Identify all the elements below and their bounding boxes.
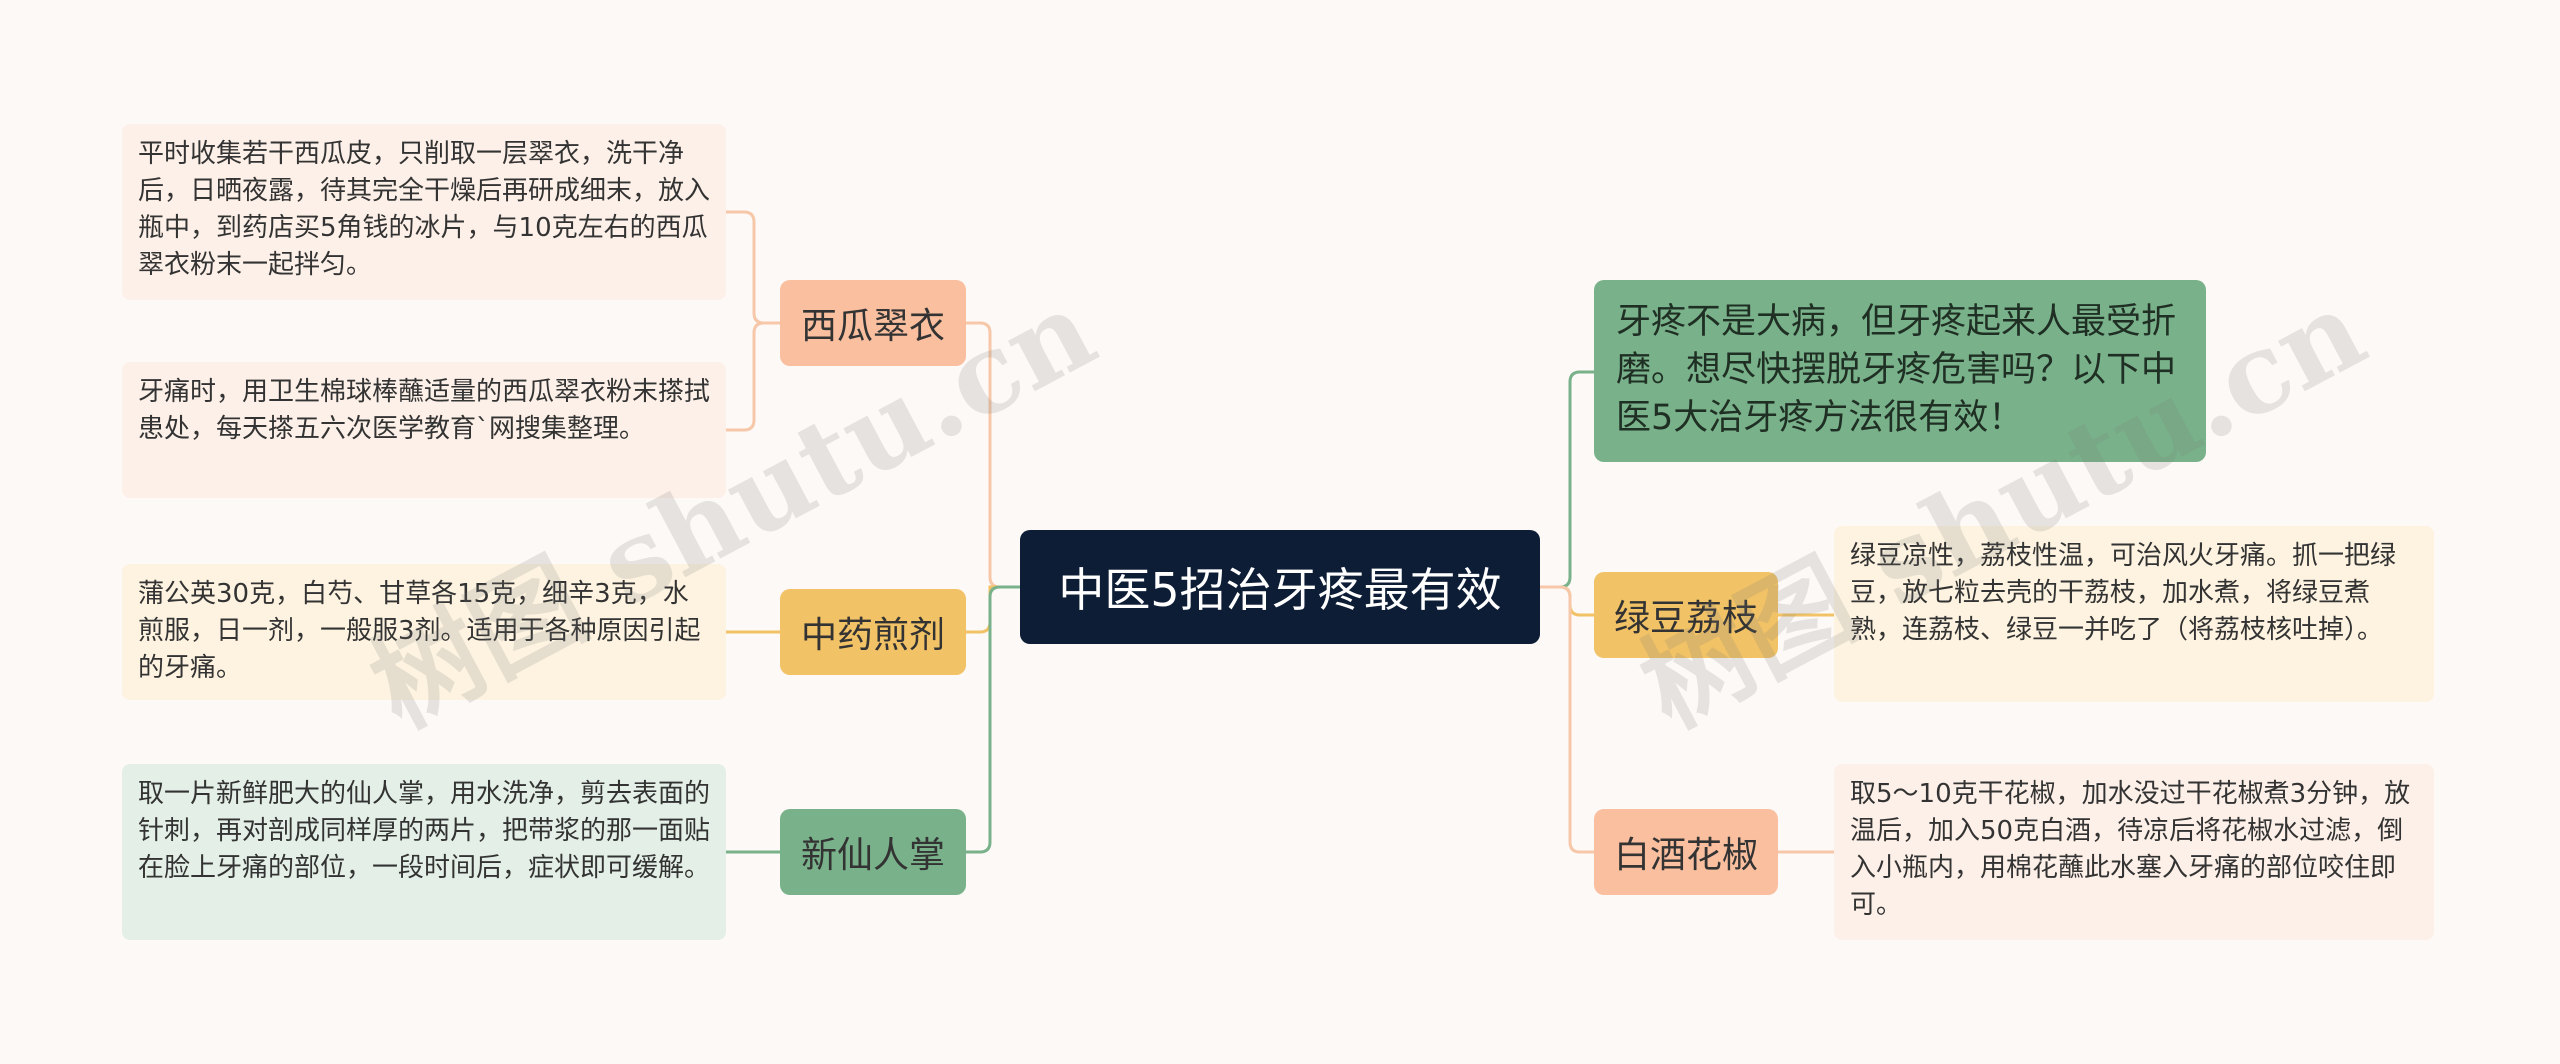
branch-lvdou-lizhi[interactable]: 绿豆荔枝 [1594, 572, 1778, 658]
leaf-zhongyao-recipe[interactable]: 蒲公英30克，白芍、甘草各15克，细辛3克，水煎服，日一剂，一般服3剂。适用于各… [122, 564, 726, 700]
branch-baijiu-huajiao[interactable]: 白酒花椒 [1594, 809, 1778, 895]
link-xigua-leaf1 [726, 210, 780, 325]
link-root-baijiu [1540, 585, 1594, 854]
link-root-xianrenzhang [966, 585, 1020, 854]
leaf-xigua-usage[interactable]: 牙痛时，用卫生棉球棒蘸适量的西瓜翠衣粉末搽拭患处，每天搽五六次医学教育`网搜集整… [122, 362, 726, 498]
root-topic[interactable]: 中医5招治牙疼最有效 [1020, 530, 1540, 644]
branch-zhongyao-jianji[interactable]: 中药煎剂 [780, 589, 966, 675]
intro-topic[interactable]: 牙疼不是大病，但牙疼起来人最受折磨。想尽快摆脱牙疼危害吗？以下中医5大治牙疼方法… [1594, 280, 2206, 462]
link-root-zhongyao [966, 585, 1020, 634]
leaf-lvdou-method[interactable]: 绿豆凉性，荔枝性温，可治风火牙痛。抓一把绿豆，放七粒去壳的干荔枝，加水煮，将绿豆… [1834, 526, 2434, 702]
leaf-xianrenzhang-method[interactable]: 取一片新鲜肥大的仙人掌，用水洗净，剪去表面的针刺，再对剖成同样厚的两片，把带浆的… [122, 764, 726, 940]
branch-xigua-cuiyi[interactable]: 西瓜翠衣 [780, 280, 966, 366]
link-root-intro [1540, 370, 1594, 589]
link-xigua-leaf2 [726, 321, 780, 432]
leaf-xigua-method[interactable]: 平时收集若干西瓜皮，只削取一层翠衣，洗干净后，日晒夜露，待其完全干燥后再研成细末… [122, 124, 726, 300]
branch-xin-xianrenzhang[interactable]: 新仙人掌 [780, 809, 966, 895]
leaf-baijiu-method[interactable]: 取5～10克干花椒，加水没过干花椒煮3分钟，放温后，加入50克白酒，待凉后将花椒… [1834, 764, 2434, 940]
